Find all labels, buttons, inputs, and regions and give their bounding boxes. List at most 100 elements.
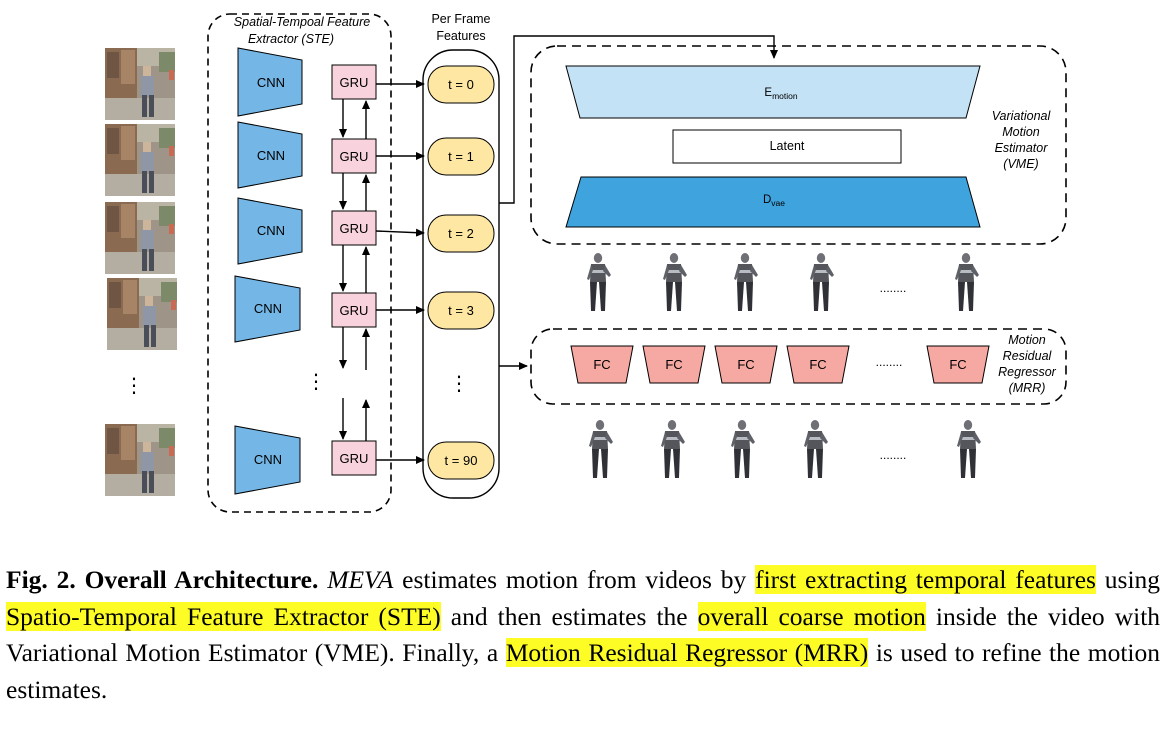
fc-block: [714, 345, 778, 384]
mrr-container: [530, 328, 1067, 405]
figure-caption: Fig. 2. Overall Architecture. MEVA estim…: [6, 562, 1160, 708]
gru-label: GRU: [340, 451, 369, 466]
gru-label: GRU: [340, 75, 369, 90]
body-mesh: [804, 420, 828, 478]
cnn-label: CNN: [257, 223, 285, 238]
caption-text: is used to refine the motion estimates.: [6, 638, 1160, 704]
latent-label: Latent: [770, 139, 805, 153]
fc-blocks: FC FC FC FC FC ........: [570, 345, 990, 384]
gru-recurrent-arrows: [339, 99, 370, 441]
vme-label-line: (VME): [1003, 157, 1038, 171]
time-step-pills: t = 0 t = 1 t = 2 t = 3 t = 90: [427, 65, 495, 480]
vme-label: Variational Motion Estimator (VME): [992, 109, 1052, 171]
caption-text: and then estimates the: [450, 601, 688, 631]
video-frames: ⋮: [105, 48, 177, 496]
body-mesh: [731, 420, 755, 478]
time-step-pill: [427, 214, 495, 253]
body-mesh: [663, 253, 687, 311]
per-frame-title-line1: Per Frame: [431, 12, 490, 26]
caption-text: using: [1104, 565, 1161, 594]
motion-encoder-block: [565, 65, 981, 119]
vme-label-line: Estimator: [995, 141, 1049, 155]
video-frame: [105, 124, 175, 196]
gru-block: [331, 440, 377, 476]
body-mesh: [810, 253, 834, 311]
vme-label-line: Variational: [992, 109, 1052, 123]
time-step-pill: [427, 65, 495, 104]
caption-highlight: overall coarse motion: [697, 601, 926, 631]
latent-block: [672, 129, 902, 164]
caption-highlight: Motion Residual Regressor (MRR): [505, 638, 869, 667]
cnn-block: [237, 121, 303, 189]
fc-label: FC: [665, 357, 682, 372]
mrr-label-line: (MRR): [1009, 381, 1046, 395]
body-mesh: [957, 420, 981, 478]
coarse-motion-meshes: ........: [587, 253, 979, 311]
video-frame: [105, 424, 175, 496]
cnn-label: CNN: [254, 301, 282, 316]
caption-highlight: Spatio-Temporal Feature Extractor (STE): [6, 601, 441, 631]
fc-block: [926, 345, 990, 384]
fc-label: FC: [737, 357, 754, 372]
gru-block: [331, 210, 377, 246]
gru-block: [331, 64, 377, 100]
fc-label: FC: [809, 357, 826, 372]
features-to-vme-arrow: [499, 35, 778, 204]
mrr-label-line: Residual: [1003, 349, 1053, 363]
caption-label: Fig. 2.: [6, 565, 76, 594]
per-frame-title-line2: Features: [436, 29, 485, 43]
gru-label: GRU: [340, 221, 369, 236]
time-step-label: t = 3: [448, 303, 474, 318]
cnn-block: [234, 275, 301, 343]
cnn-block: [237, 197, 303, 265]
fc-block: [786, 345, 850, 384]
decoder-label: Dvae: [763, 194, 785, 208]
mrr-label-line: Motion: [1008, 333, 1046, 347]
fc-label: FC: [593, 357, 610, 372]
features-ellipsis: ⋮: [449, 373, 469, 395]
video-frame: [105, 202, 175, 274]
ste-title-line2: Extractor (STE): [248, 32, 334, 46]
refined-motion-meshes: ........: [589, 420, 981, 478]
ste-title-line1: Spatial-Tempoal Feature: [234, 15, 370, 29]
fc-label: FC: [949, 357, 966, 372]
architecture-diagram: ⋮ Spatial-Tempoal Feature Extractor (STE…: [105, 12, 1067, 513]
body-mesh: [587, 253, 611, 311]
time-step-pill: [427, 441, 495, 480]
frames-ellipsis: ⋮: [124, 375, 144, 397]
video-frame: [107, 278, 177, 350]
caption-title: Overall Architecture.: [84, 565, 319, 594]
gru-ellipsis: ⋮: [306, 371, 326, 393]
fc-block: [570, 345, 634, 384]
gru-label: GRU: [340, 303, 369, 318]
caption-highlight: first extracting temporal features: [755, 565, 1096, 594]
time-step-label: t = 0: [448, 77, 474, 92]
fc-block: [642, 345, 706, 384]
gru-blocks: GRU GRU GRU GRU GRU: [331, 64, 377, 476]
body-mesh: [734, 253, 758, 311]
mrr-label: Motion Residual Regressor (MRR): [998, 333, 1056, 395]
gru-to-feature-arrows: [375, 80, 425, 464]
vme-container: [530, 45, 1067, 245]
cnn-blocks: CNN CNN CNN CNN CNN: [234, 47, 303, 495]
mrr-label-line: Regressor: [998, 365, 1056, 379]
body-mesh: [589, 420, 613, 478]
time-step-pill: [427, 291, 495, 330]
caption-text: inside the video with Variational Motion…: [6, 601, 1161, 668]
cnn-block: [234, 425, 301, 495]
vme-label-line: Motion: [1002, 125, 1040, 139]
meshes-ellipsis: ........: [880, 448, 907, 462]
time-step-label: t = 2: [448, 226, 474, 241]
time-step-label: t = 90: [445, 453, 478, 468]
vae-decoder-block: [565, 176, 981, 228]
video-frame: [105, 48, 175, 120]
per-frame-features-container: [422, 49, 500, 499]
meshes-ellipsis: ........: [880, 281, 907, 295]
caption-text: estimates motion from videos by: [402, 565, 747, 594]
caption-method: MEVA: [327, 565, 394, 594]
ste-container: [207, 13, 392, 513]
cnn-block: [237, 47, 303, 117]
body-mesh: [661, 420, 685, 478]
body-mesh: [955, 253, 979, 311]
cnn-label: CNN: [254, 452, 282, 467]
